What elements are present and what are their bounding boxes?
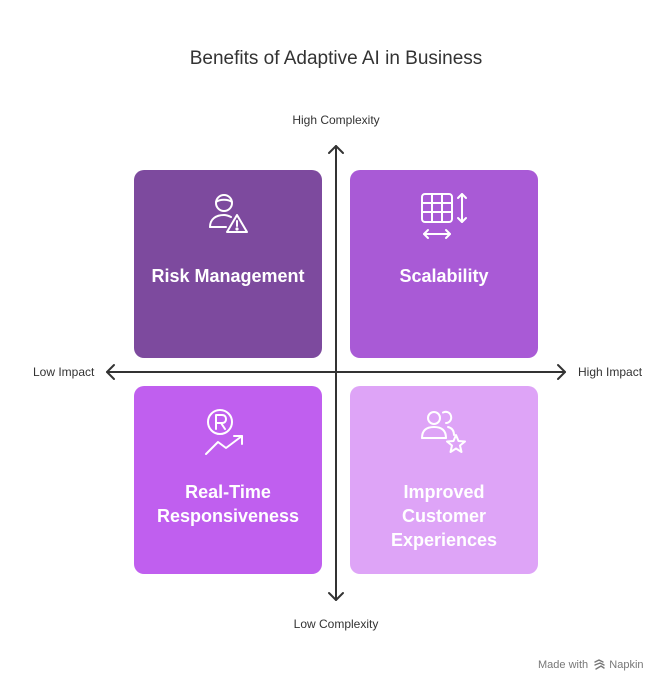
axis-label-bottom: Low Complexity	[293, 617, 379, 631]
made-with-napkin-footer: Made with Napkin	[538, 659, 644, 673]
napkin-brand-text: Napkin	[609, 659, 644, 671]
quadrant-label: Improved Customer Experiences	[390, 482, 498, 550]
diagram-title: Benefits of Adaptive AI in Business	[189, 48, 483, 69]
napkin-logo-icon	[594, 659, 605, 673]
made-with-text: Made with	[538, 659, 589, 671]
axis-label-top: High Complexity	[292, 113, 380, 127]
quadrant-scalability: Scalability	[350, 170, 538, 358]
quadrant-label: Risk Management	[151, 266, 305, 286]
axis-label-left: Low Impact	[33, 365, 95, 379]
arrow-left-icon	[106, 364, 115, 380]
arrow-right-icon	[557, 364, 566, 380]
axis-label-right: High Impact	[578, 365, 643, 379]
quadrant-risk-management: Risk Management	[134, 170, 322, 358]
quadrant-label: Real-Time Responsiveness	[156, 482, 300, 526]
arrow-up-icon	[328, 145, 344, 154]
table-resize-icon	[350, 190, 538, 246]
quadrant-label: Scalability	[399, 266, 489, 286]
user-warning-icon	[134, 190, 322, 246]
quadrant-improved-customer-experiences: Improved Customer Experiences	[350, 386, 538, 574]
arrow-down-icon	[328, 592, 344, 601]
registered-trend-icon	[134, 406, 322, 462]
users-star-icon	[350, 406, 538, 462]
quadrant-real-time-responsiveness: Real-Time Responsiveness	[134, 386, 322, 574]
